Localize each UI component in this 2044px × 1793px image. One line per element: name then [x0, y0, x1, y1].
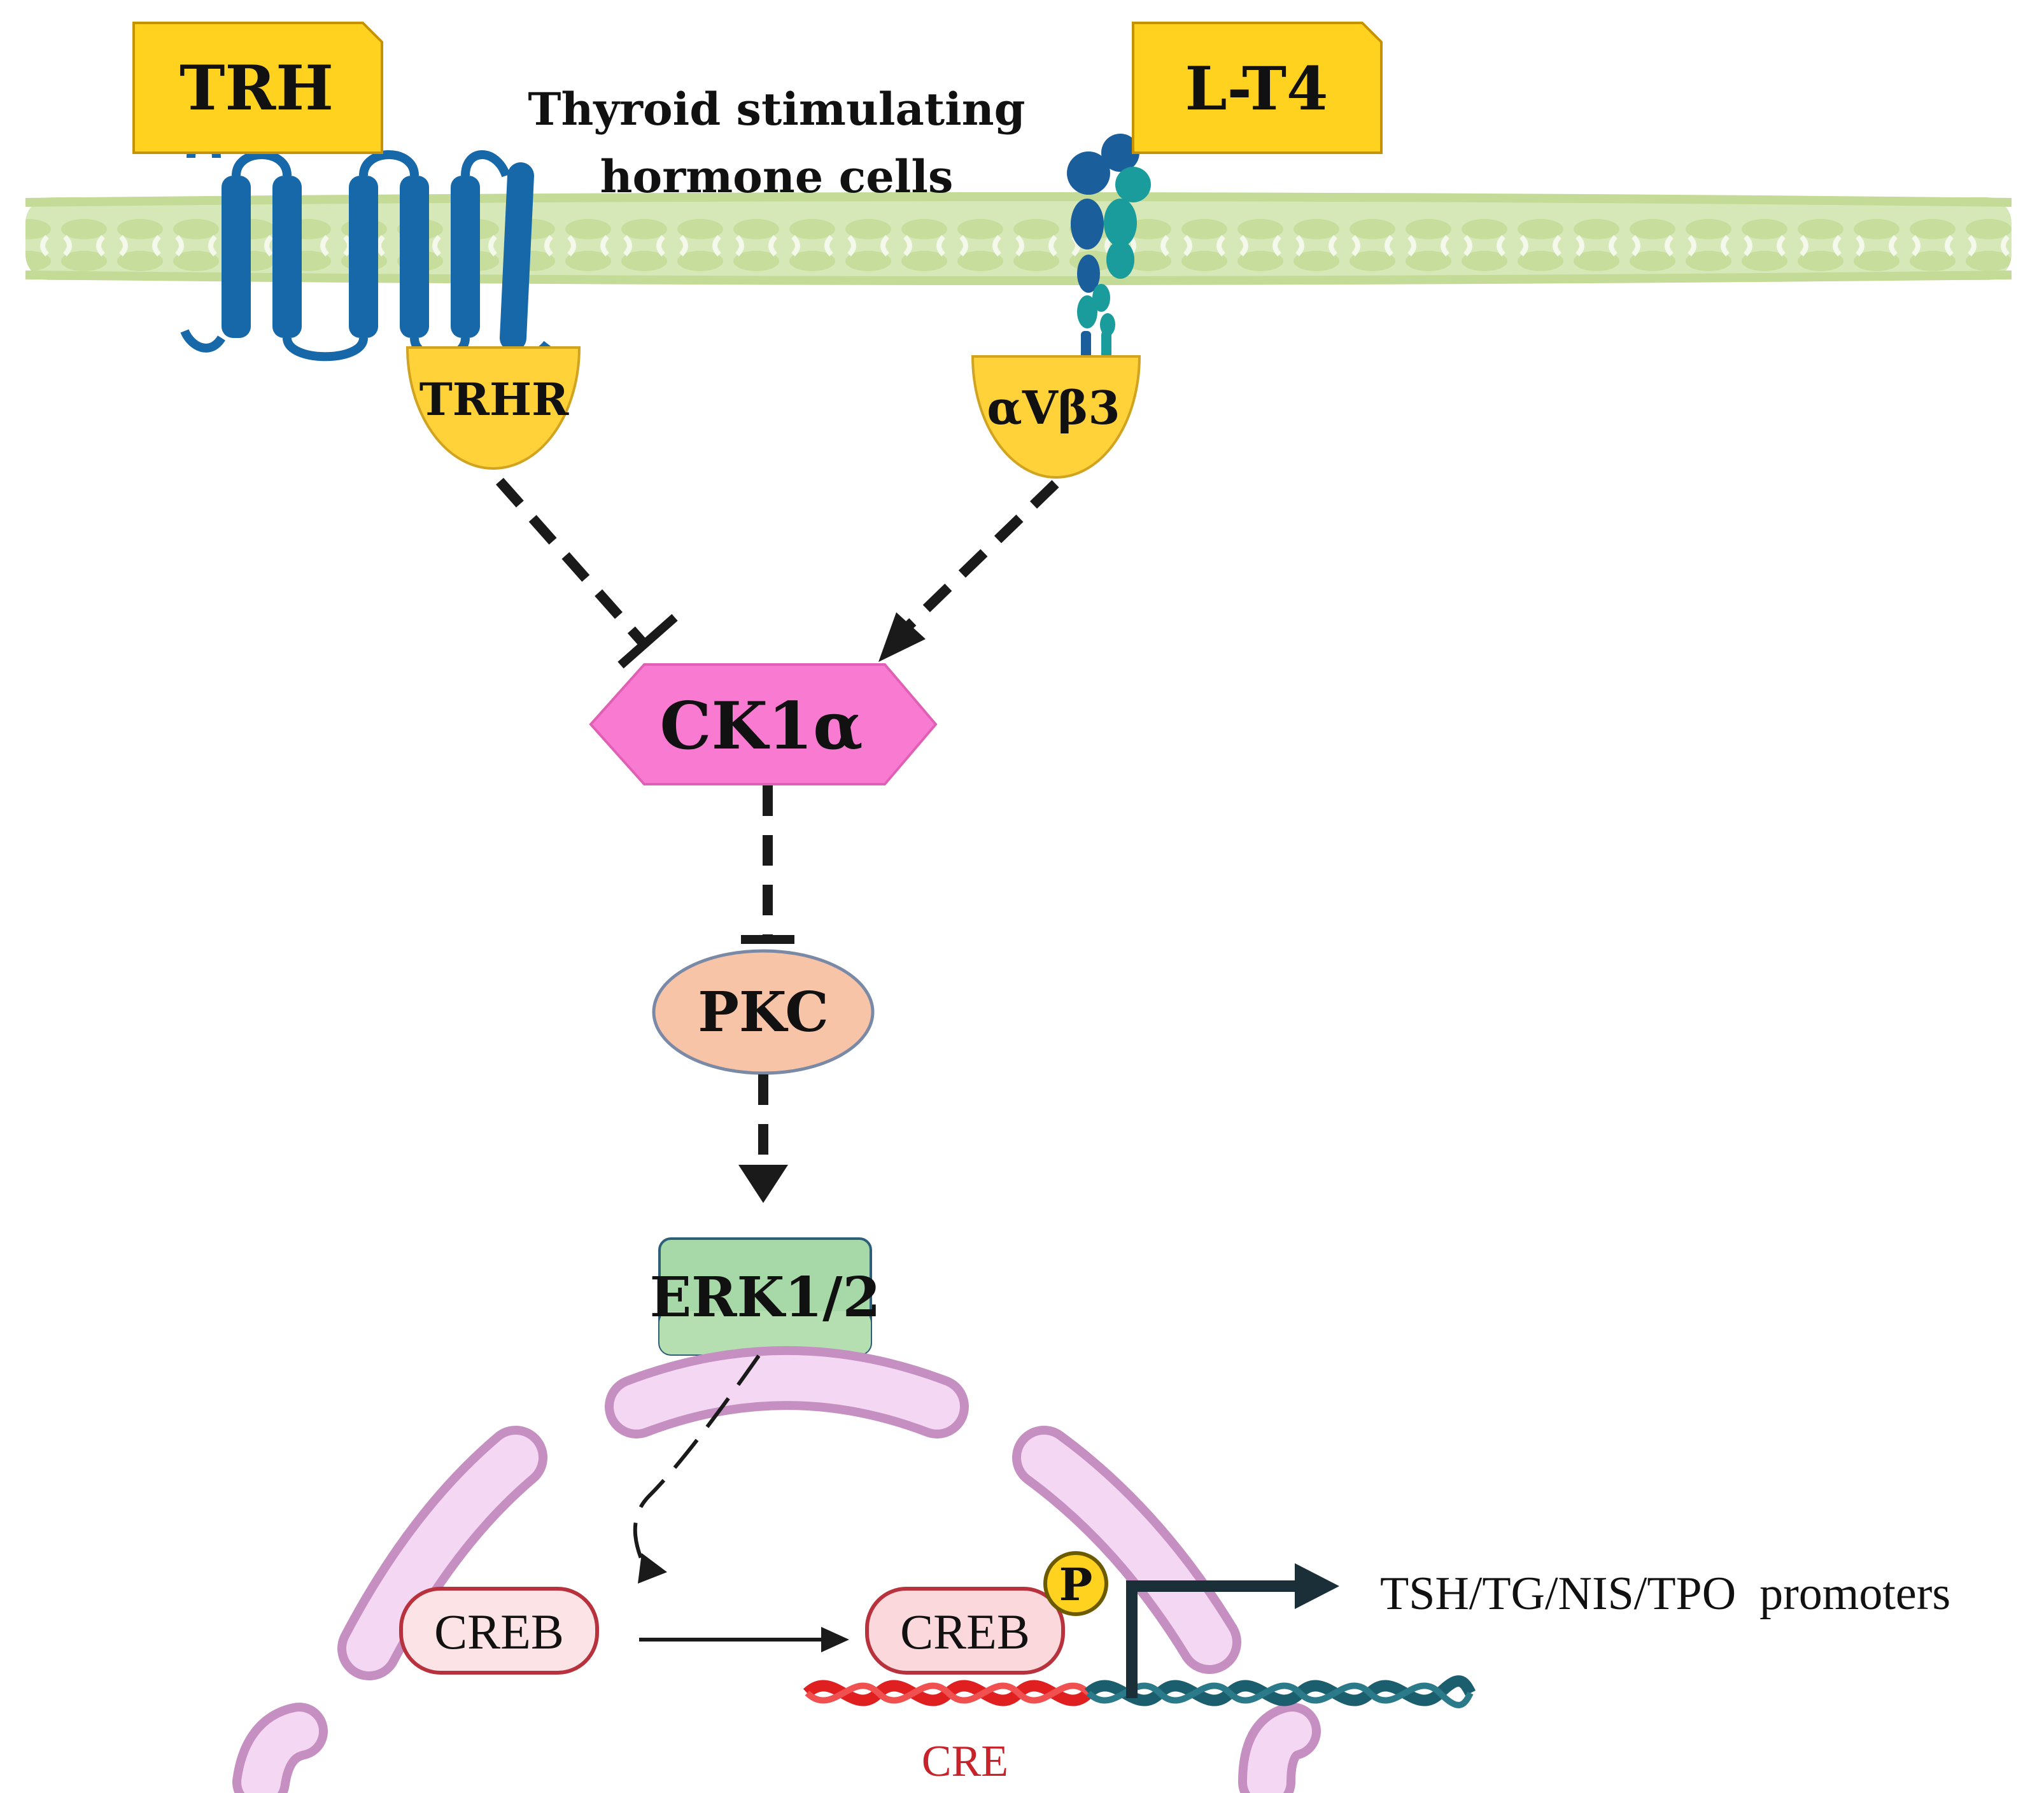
trh-receptor-gpcr-icon: [180, 135, 551, 362]
cre-label: CRE: [922, 1737, 1008, 1786]
integrin-label: αVβ3: [987, 381, 1120, 435]
lt4-ligand-tag: L-T4: [1132, 22, 1383, 154]
edge-ck1a-inhibits-pkc: [741, 785, 794, 944]
trh-ligand-tag: TRH: [132, 22, 383, 154]
promoters-label: TSH/TG/NIS/TPO promoters: [1380, 1568, 1950, 1620]
trhr-label: TRHR: [419, 373, 569, 426]
phospho-creb-label: CREB: [900, 1604, 1030, 1659]
phospho-creb-node: CREB: [865, 1587, 1065, 1675]
edge-erk-to-creb: [633, 1354, 761, 1584]
integrin-receptor-node: αVβ3: [971, 355, 1141, 479]
erk-node: ERK1/2: [650, 1237, 881, 1356]
diagram-title-line1: Thyroid stimulating: [528, 83, 1025, 136]
trh-label: TRH: [180, 52, 334, 124]
edge-pkc-activates-erk: [738, 1074, 788, 1203]
creb-label: CREB: [434, 1604, 564, 1659]
dna-strand: [803, 1675, 1476, 1708]
cell-membrane: [25, 192, 2012, 285]
creb-node: CREB: [399, 1587, 599, 1675]
transcription-start-arrow: [1126, 1563, 1339, 1698]
edge-integrin-activates-ck1a: [878, 480, 1059, 662]
integrin-receptor-icon: [1067, 134, 1151, 362]
ck1a-label: CK1α: [659, 688, 863, 764]
ck1a-node: CK1α: [589, 663, 938, 785]
diagram-title-line2: hormone cells: [600, 150, 954, 203]
nucleus-envelope: [232, 1346, 1321, 1793]
phosphate-label: P: [1059, 1558, 1093, 1611]
phosphate-badge: P: [1043, 1551, 1108, 1616]
trhr-receptor-node: TRHR: [405, 346, 581, 470]
edge-creb-to-phospho-creb: [639, 1627, 849, 1652]
lt4-label: L-T4: [1185, 54, 1329, 124]
pkc-node: PKC: [652, 949, 875, 1075]
pkc-label: PKC: [698, 980, 829, 1044]
edge-trhr-inhibits-ck1a: [496, 477, 678, 669]
erk-label: ERK1/2: [650, 1265, 881, 1330]
